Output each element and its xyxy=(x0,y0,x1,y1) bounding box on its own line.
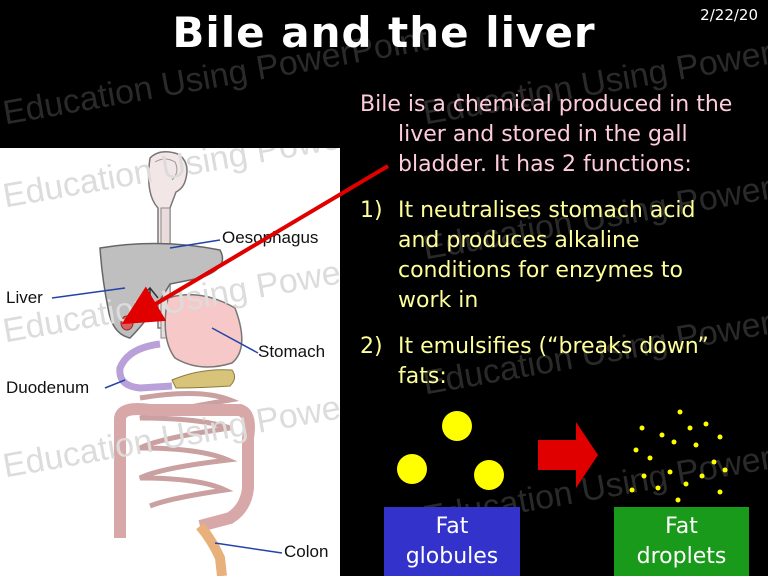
fat-globules-line-2: globules xyxy=(405,544,499,569)
slide-title: Bile and the liver xyxy=(172,8,596,57)
intro-line-1: Bile is a chemical produced in the xyxy=(360,92,733,117)
label-stomach: Stomach xyxy=(258,342,326,361)
fat-droplets-line-1: Fat xyxy=(665,514,698,539)
fat-droplets-box: Fat droplets xyxy=(614,507,749,576)
label-liver: Liver xyxy=(6,288,43,307)
fat-droplets xyxy=(629,409,728,503)
fat-globules-box: Fat globules xyxy=(384,507,520,576)
label-lines xyxy=(51,239,283,554)
intro-line-2: liver and stored in the gall xyxy=(398,122,688,147)
fat-globules-line-1: Fat xyxy=(435,514,469,539)
function-2-line: fats: xyxy=(398,364,447,389)
emulsify-arrow xyxy=(538,422,598,488)
fat-globule xyxy=(397,454,427,484)
function-1-line: conditions for enzymes to xyxy=(398,258,683,283)
function-2-line: It emulsifies (“breaks down” xyxy=(398,334,709,359)
function-2-number: 2) xyxy=(360,334,383,359)
label-duodenum: Duodenum xyxy=(6,378,90,397)
intro-line-3: bladder. It has 2 functions: xyxy=(398,152,692,177)
slide-date: 2/22/20 xyxy=(700,6,758,24)
emulsification-illustration xyxy=(397,409,728,503)
function-1-line: and produces alkaline xyxy=(398,228,640,253)
fat-globule xyxy=(442,411,472,441)
fat-globule xyxy=(474,460,504,490)
label-colon: Colon xyxy=(284,542,329,561)
function-1-line: It neutralises stomach acid xyxy=(398,198,696,223)
function-1-number: 1) xyxy=(360,198,383,223)
fat-droplets-line-2: droplets xyxy=(636,544,727,569)
function-1-line: work in xyxy=(398,288,479,313)
